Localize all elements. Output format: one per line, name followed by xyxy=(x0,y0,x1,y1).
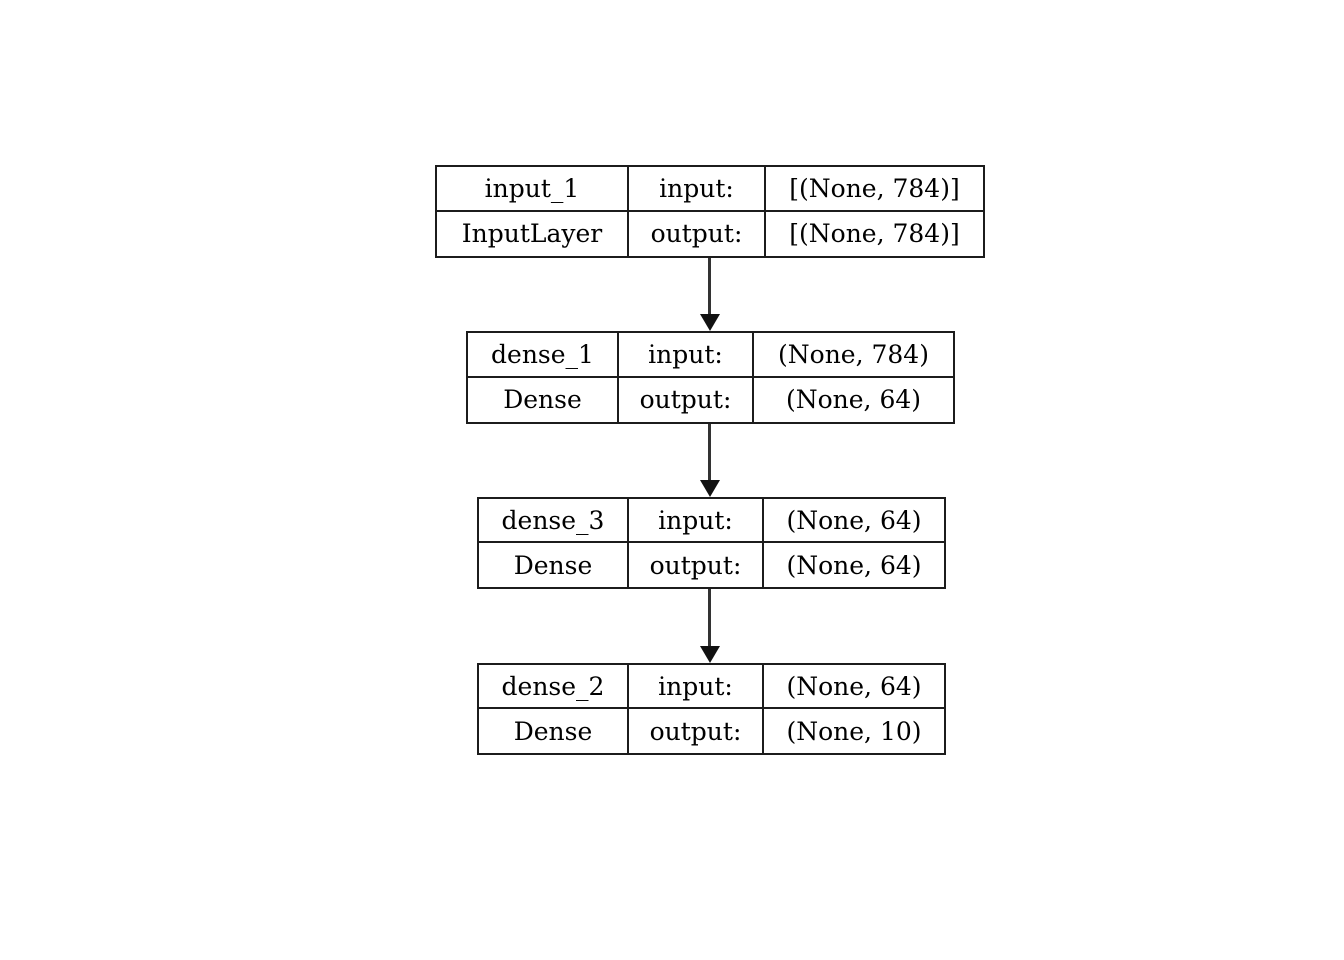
input-shape-value: (None, 784) xyxy=(752,333,953,378)
layer-name: dense_2 xyxy=(479,665,627,709)
layer-name: dense_3 xyxy=(479,499,627,543)
io-label-input: input: xyxy=(627,499,762,543)
edge-line-dense3-dense2 xyxy=(708,589,711,647)
layer-node-input-1: input_1 input: [(None, 784)] InputLayer … xyxy=(435,165,985,258)
layer-name: dense_1 xyxy=(468,333,617,378)
layer-node-dense-1: dense_1 input: (None, 784) Dense output:… xyxy=(466,331,955,424)
edge-line-input1-dense1 xyxy=(708,258,711,315)
io-label-input: input: xyxy=(627,167,764,212)
io-label-input: input: xyxy=(627,665,762,709)
layer-class: Dense xyxy=(513,716,593,746)
layer-node-dense-2: dense_2 input: (None, 64) Dense output: … xyxy=(477,663,946,755)
output-shape-value: (None, 10) xyxy=(762,709,944,753)
io-label-output: output: xyxy=(617,377,752,422)
edge-line-dense1-dense3 xyxy=(708,424,711,481)
io-label-output: output: xyxy=(627,709,762,753)
layer-class: Dense xyxy=(513,550,593,580)
input-shape-value: (None, 64) xyxy=(762,499,944,543)
input-shape-value: [(None, 784)] xyxy=(764,167,983,212)
output-shape-value: (None, 64) xyxy=(762,543,944,587)
layer-class: Dense xyxy=(503,385,582,415)
arrowhead-down-icon xyxy=(700,314,720,331)
output-shape-value: (None, 64) xyxy=(752,377,953,422)
io-label-output: output: xyxy=(627,211,764,256)
input-shape-value: (None, 64) xyxy=(762,665,944,709)
layer-node-dense-3: dense_3 input: (None, 64) Dense output: … xyxy=(477,497,946,589)
layer-class: InputLayer xyxy=(461,219,603,249)
arrowhead-down-icon xyxy=(700,480,720,497)
io-label-output: output: xyxy=(627,543,762,587)
arrowhead-down-icon xyxy=(700,646,720,663)
output-shape-value: [(None, 784)] xyxy=(764,211,983,256)
io-label-input: input: xyxy=(617,333,752,378)
layer-name: input_1 xyxy=(437,167,627,212)
